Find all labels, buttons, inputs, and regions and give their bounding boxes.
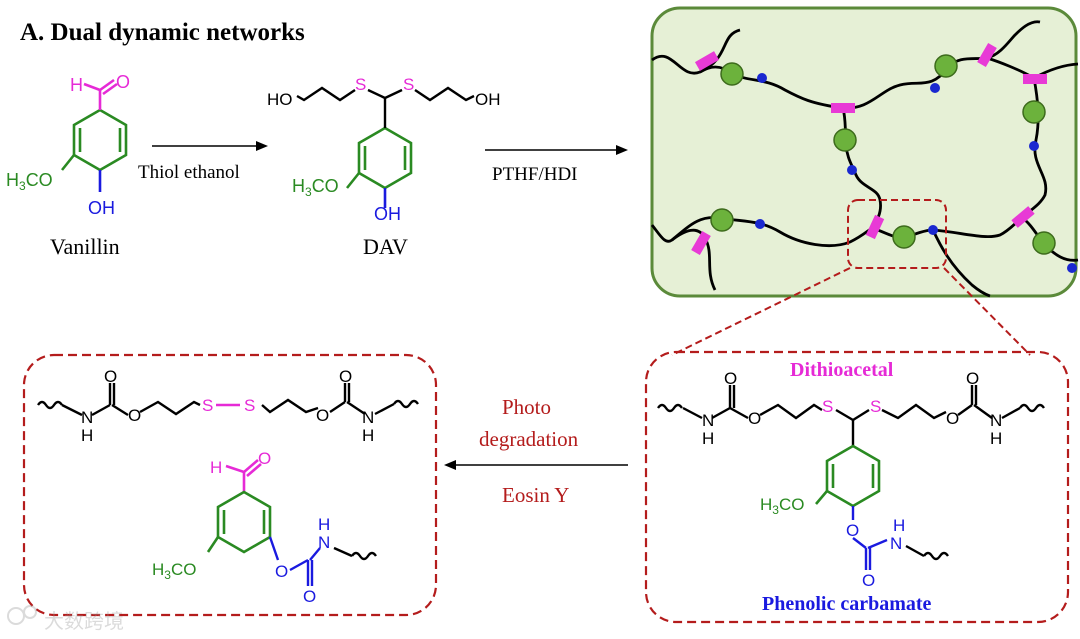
vanillin-aldehyde-h: H — [70, 75, 83, 95]
photo-label-line1: Photo — [502, 395, 551, 419]
product-carbamate-bonds — [268, 536, 321, 586]
product-carbamate-tail — [333, 546, 377, 561]
unit-n-2: N — [990, 411, 1002, 430]
product-n-1: N — [81, 408, 93, 427]
dithioacetal-label: Dithioacetal — [790, 359, 894, 381]
unit-o-2: O — [748, 409, 761, 428]
product-o-3: O — [316, 406, 329, 425]
unit-carbamate-h: H — [893, 516, 905, 535]
reagent-thiol-ethanol: Thiol ethanol — [138, 162, 240, 183]
unit-carbamate-bonds — [851, 506, 888, 570]
unit-backbone — [657, 385, 1045, 446]
product-n-2: N — [362, 408, 374, 427]
product-aldehyde-o: O — [258, 449, 271, 468]
dav-sulfur-1: S — [355, 75, 366, 94]
unit-s-1: S — [822, 397, 833, 416]
dav-name: DAV — [363, 234, 408, 259]
vanillin-methoxy-bond — [60, 154, 76, 171]
zoom-connectors — [671, 267, 1031, 356]
vanillin-aldehyde-o: O — [116, 72, 130, 92]
vanillin-name: Vanillin — [50, 234, 120, 259]
vanillin-aldehyde-bonds — [83, 78, 118, 110]
product-carbamate-h: H — [318, 515, 330, 534]
unit-s-2: S — [870, 397, 881, 416]
product-o-1: O — [104, 367, 117, 386]
unit-n-1: N — [702, 411, 714, 430]
dav-methoxy-bond — [345, 172, 361, 189]
product-h-1: H — [81, 426, 93, 445]
vanillin-aromatic-ring — [72, 108, 128, 172]
vanillin-hydroxyl: OH — [88, 198, 115, 218]
eosin-y-label: Eosin Y — [502, 483, 569, 507]
vanillin-methoxy: H3CO — [6, 170, 53, 193]
product-methoxy: H3CO — [152, 560, 196, 582]
carbamate-links — [710, 54, 1077, 273]
dithioacetal-links — [691, 42, 1047, 256]
unit-carbamate-o: O — [846, 521, 859, 540]
unit-o-1: O — [724, 369, 737, 388]
product-o-2: O — [128, 406, 141, 425]
aldehyde-product-bonds — [225, 459, 262, 492]
dav-dithioacetal-bonds — [296, 86, 475, 128]
dav-aromatic-ring — [357, 126, 413, 190]
dav-oh-right: OH — [475, 90, 501, 109]
phenolic-carbamate-label: Phenolic carbamate — [762, 593, 932, 615]
unit-carbonyl-o: O — [862, 571, 875, 590]
unit-carbamate-n: N — [890, 534, 902, 553]
dav-ho-left: HO — [267, 90, 293, 109]
dav-sulfur-2: S — [403, 75, 414, 94]
unit-methoxy-bond — [815, 490, 828, 505]
product-carbamate-o: O — [275, 562, 288, 581]
network-panel — [650, 6, 1079, 298]
product-aldehyde-h: H — [210, 458, 222, 477]
product-aromatic-ring — [216, 490, 272, 554]
reagent-pthf-hdi: PTHF/HDI — [492, 164, 578, 185]
reaction-arrow-1 — [152, 141, 268, 151]
product-s-2: S — [244, 396, 255, 415]
unit-carbamate-tail — [905, 544, 949, 561]
watermark-text: 大数跨境 — [44, 610, 124, 633]
dav-methoxy: H3CO — [292, 176, 339, 199]
unit-h-2: H — [990, 429, 1002, 448]
network-unit-box: Dithioacetal O N H O S S O O N — [644, 350, 1070, 624]
product-o-4: O — [339, 367, 352, 386]
watermark: 大数跨境 — [7, 605, 124, 633]
zoom-region-box — [847, 199, 947, 269]
products-box: O N H O S S O O N H H O H3CO — [22, 353, 438, 617]
unit-o-4: O — [966, 369, 979, 388]
disulfide-product-bonds — [37, 383, 419, 417]
unit-h-1: H — [702, 429, 714, 448]
product-carbonyl-o: O — [303, 587, 316, 606]
vanillin-structure: H O H3CO OH Vanillin — [6, 72, 130, 259]
reaction-arrow-2 — [485, 145, 628, 155]
photo-degradation-arrow — [444, 460, 628, 470]
scheme-title: A. Dual dynamic networks — [20, 19, 305, 46]
product-s-1: S — [202, 396, 213, 415]
product-methoxy-bond — [206, 536, 220, 553]
product-h-2: H — [362, 426, 374, 445]
unit-methoxy: H3CO — [760, 495, 804, 517]
unit-aromatic-ring — [825, 444, 881, 508]
dav-structure: S S HO OH H3CO OH DAV — [267, 75, 501, 259]
photo-label-line2: degradation — [479, 427, 579, 451]
dav-hydroxyl: OH — [374, 204, 401, 224]
product-carbamate-n: N — [318, 533, 330, 552]
unit-o-3: O — [946, 409, 959, 428]
